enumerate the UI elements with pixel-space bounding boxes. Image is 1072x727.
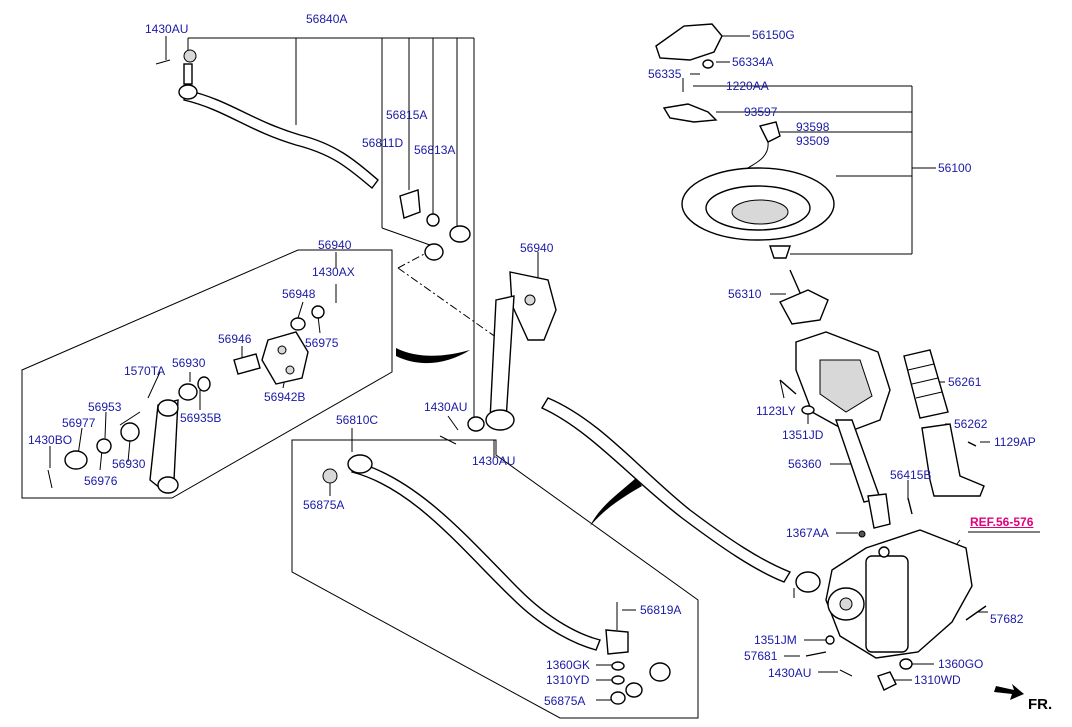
label-93597: 93597 <box>744 105 778 119</box>
label-56940-lower: 56940 <box>520 241 554 255</box>
label-56875a-bottom: 56875A <box>544 694 586 708</box>
ref-link-56-576[interactable]: REF.56-576 <box>970 515 1034 529</box>
label-56811d: 56811D <box>362 136 404 150</box>
label-56261: 56261 <box>948 375 982 389</box>
label-56875a-top: 56875A <box>303 498 345 512</box>
pin-1430au-mid <box>439 435 457 445</box>
label-1430bo: 1430BO <box>28 433 73 447</box>
label-1360gk: 1360GK <box>546 658 591 672</box>
label-56100: 56100 <box>938 161 972 175</box>
label-1367aa: 1367AA <box>786 526 829 540</box>
label-56415b: 56415B <box>890 468 932 482</box>
idler-arm-56940 <box>467 271 557 432</box>
front-direction-arrow <box>994 684 1024 700</box>
label-57681: 57681 <box>744 649 778 663</box>
shroud-56262 <box>921 423 985 497</box>
label-93509: 93509 <box>796 134 830 148</box>
label-56819a: 56819A <box>640 603 682 617</box>
nut-1367aa <box>858 530 866 538</box>
steering-wheel-assembly <box>655 23 835 259</box>
drag-link-middle <box>540 397 821 598</box>
label-56310: 56310 <box>728 287 762 301</box>
label-1360go: 1360GO <box>938 657 984 671</box>
label-1310yd: 1310YD <box>546 673 590 687</box>
label-56975: 56975 <box>305 336 339 350</box>
label-1123ly: 1123LY <box>756 404 796 418</box>
label-56262: 56262 <box>954 417 988 431</box>
label-56840a: 56840A <box>306 12 348 26</box>
label-56334a: 56334A <box>732 55 774 69</box>
label-56815a: 56815A <box>386 108 428 122</box>
label-1351jd: 1351JD <box>782 428 824 442</box>
label-56335: 56335 <box>648 67 682 81</box>
leader-lines <box>49 35 1040 701</box>
label-1129ap: 1129AP <box>994 435 1036 449</box>
label-57682: 57682 <box>990 612 1024 626</box>
label-56940-upper: 56940 <box>318 238 352 252</box>
boot-56261 <box>903 349 949 419</box>
label-56977: 56977 <box>62 416 96 430</box>
bolt-1129ap <box>967 441 977 447</box>
label-1570ta: 1570TA <box>124 364 166 378</box>
label-56948: 56948 <box>282 287 316 301</box>
direction-swoosh-1 <box>396 348 470 364</box>
direction-swoosh-2 <box>590 478 642 526</box>
drag-link-56810c <box>322 454 671 705</box>
tie-rod-56840a <box>178 49 379 190</box>
label-1430au-bottom: 1430AU <box>768 666 812 680</box>
label-56150g: 56150G <box>752 28 795 42</box>
label-1430ax: 1430AX <box>312 265 355 279</box>
pin-1430au-top <box>155 59 171 65</box>
steering-gearbox <box>805 529 987 691</box>
label-56360: 56360 <box>788 457 822 471</box>
label-1430au-mid: 1430AU <box>424 400 468 414</box>
label-1351jm: 1351JM <box>754 633 797 647</box>
linkage-detail-frame <box>21 249 393 499</box>
label-56935b: 56935B <box>180 411 222 425</box>
label-56813a: 56813A <box>414 143 456 157</box>
label-1430au-top: 1430AU <box>145 22 189 36</box>
label-1220aa: 1220AA <box>726 79 769 93</box>
ball-joint-parts <box>399 189 471 261</box>
label-56976: 56976 <box>84 474 118 488</box>
label-56942b: 56942B <box>264 390 306 404</box>
linkage-detail-parts <box>47 305 325 494</box>
drag-link-detail-frame <box>291 439 699 719</box>
label-56930-lower: 56930 <box>112 457 146 471</box>
washer-1351jd <box>801 405 815 415</box>
label-56946: 56946 <box>218 332 252 346</box>
front-direction-label: FR. <box>1028 696 1053 713</box>
label-93598: 93598 <box>796 120 830 134</box>
steering-column <box>779 269 891 529</box>
label-56930-upper: 56930 <box>172 356 206 370</box>
bolt-1123ly <box>779 379 797 395</box>
label-56953: 56953 <box>88 400 122 414</box>
label-1430au-mid2: 1430AU <box>472 454 516 468</box>
bolt-56415b <box>907 497 913 515</box>
label-56810c: 56810C <box>336 413 379 427</box>
label-1310wd: 1310WD <box>914 673 961 687</box>
